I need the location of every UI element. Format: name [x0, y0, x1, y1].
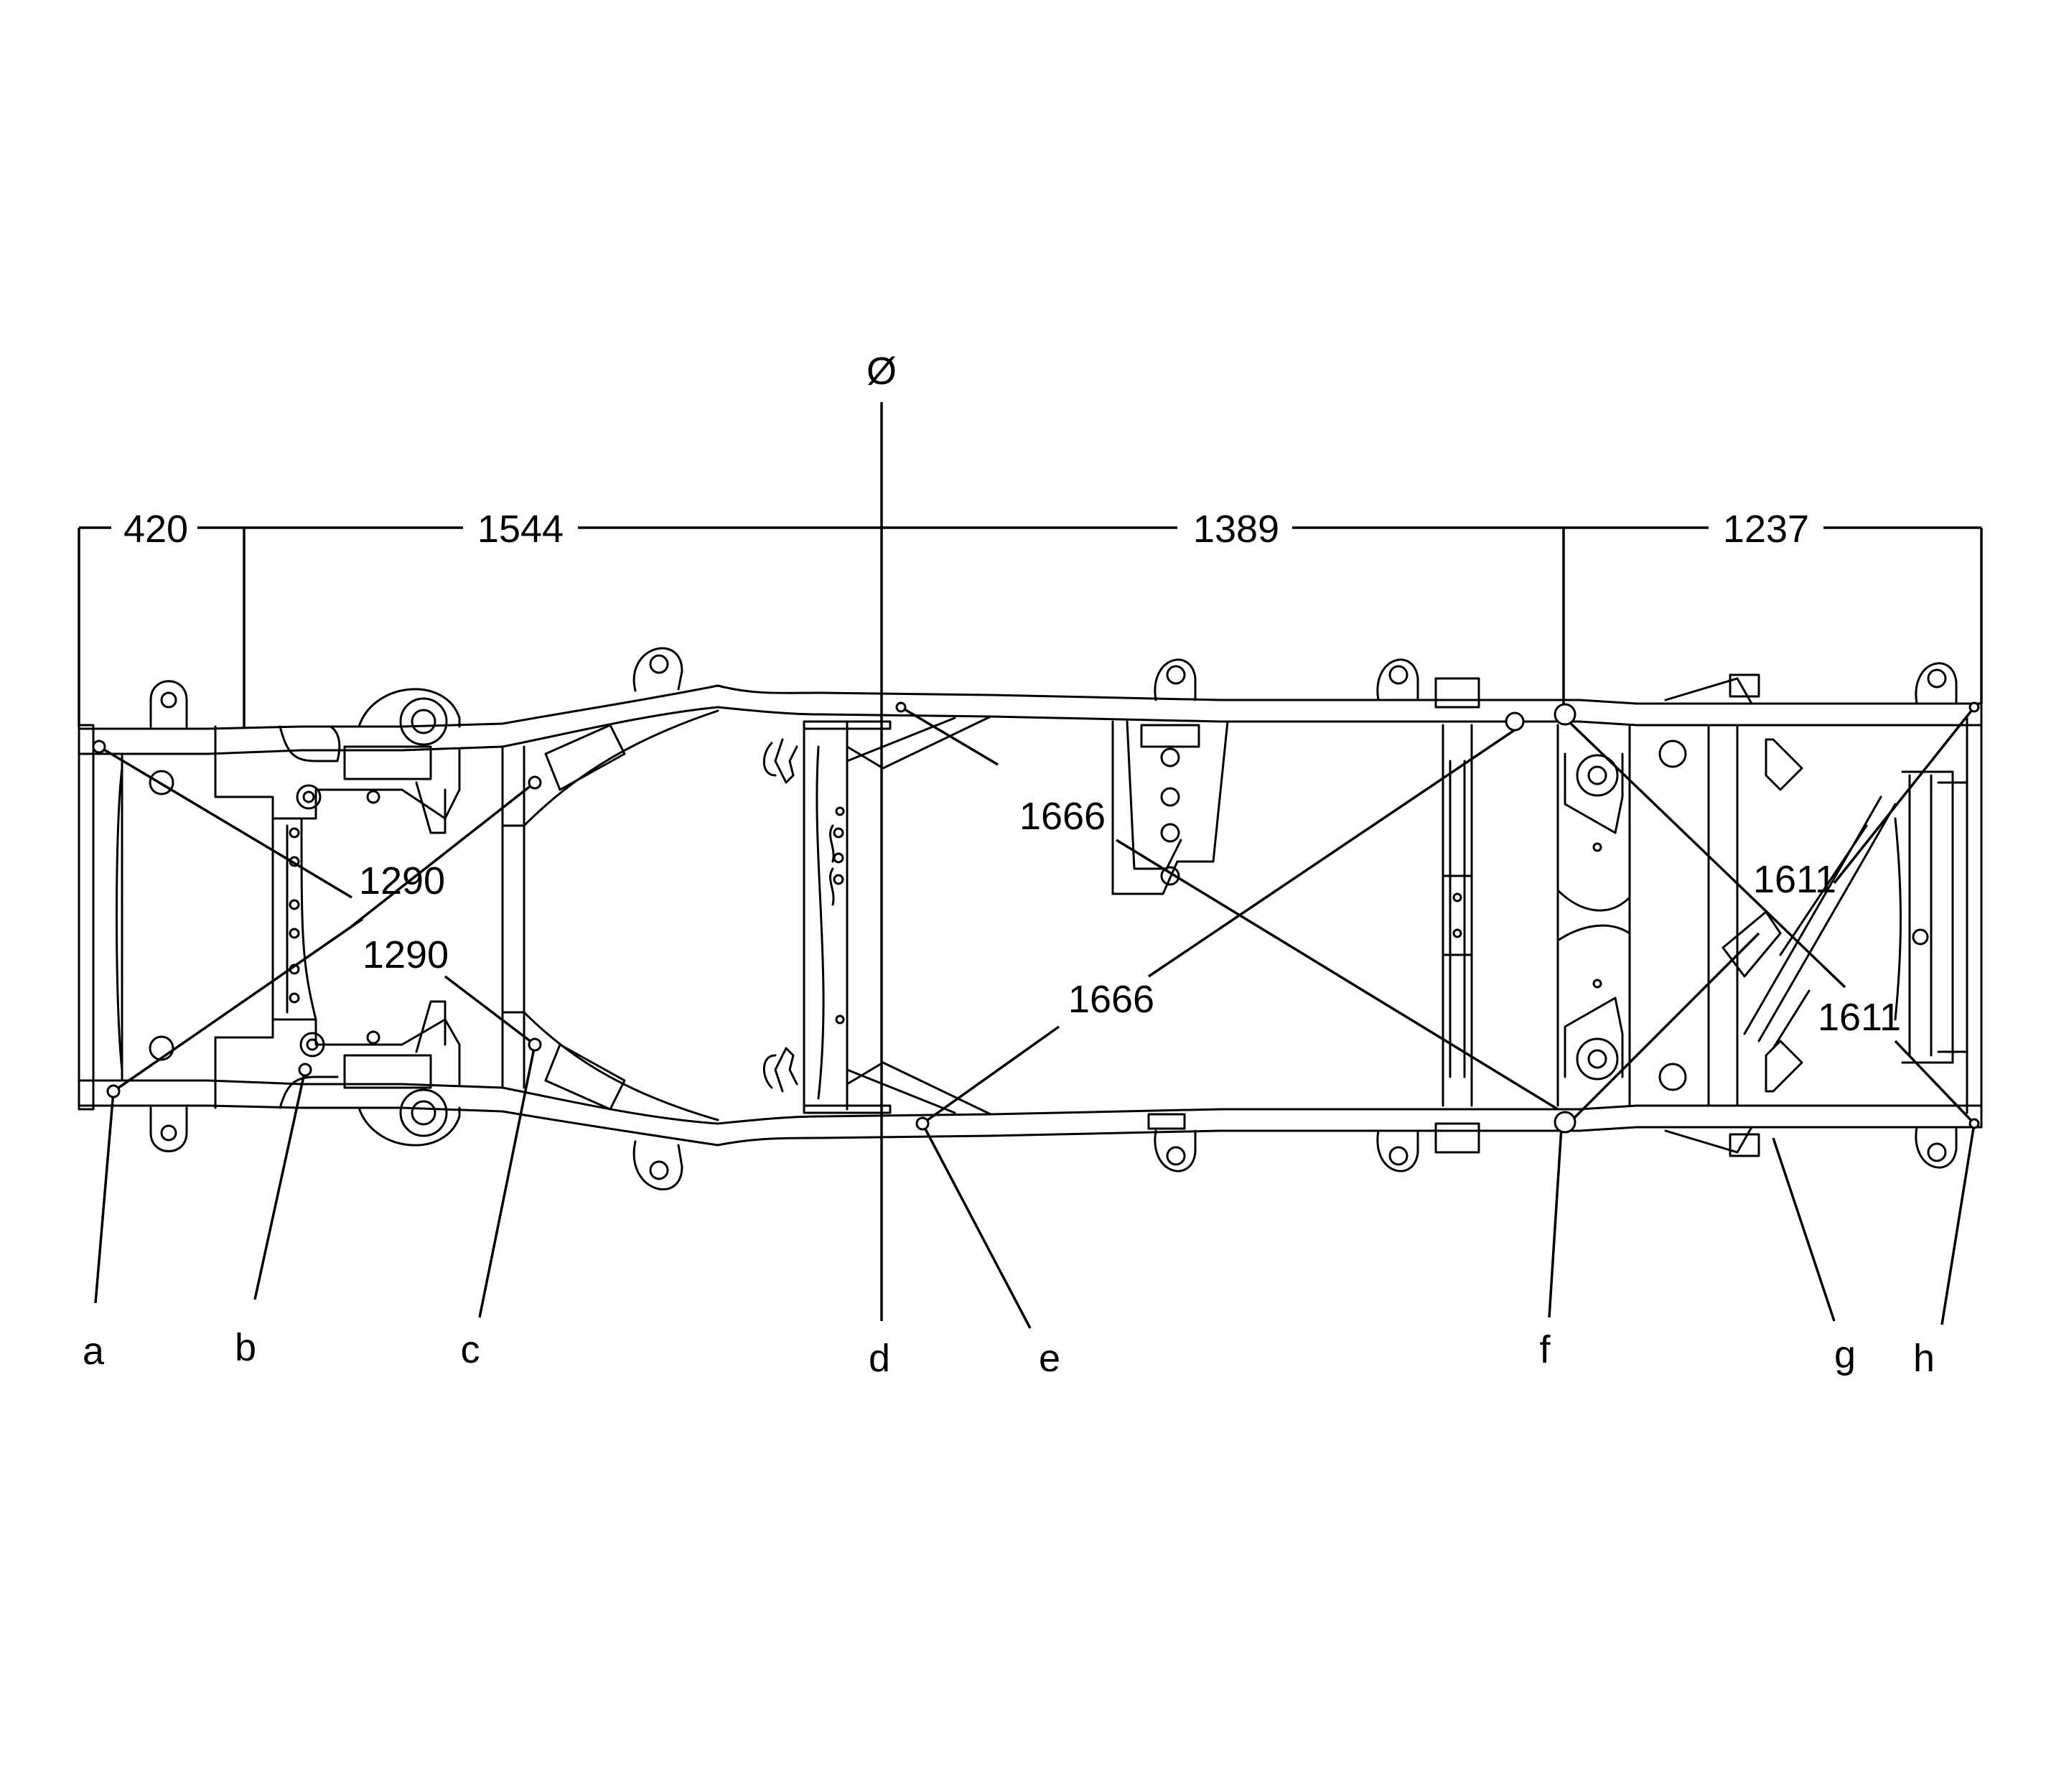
point-label-g: g — [1834, 1333, 1856, 1376]
frame-lower-rail-inner — [78, 1079, 1983, 1125]
dimension-1237: 1237 — [1723, 508, 1809, 551]
frame-upper-rail-outer — [78, 684, 1983, 730]
point-c-upper — [528, 775, 542, 790]
point-e-lower — [915, 1116, 930, 1131]
point-h-upper — [1968, 701, 1980, 713]
point-label-f: f — [1539, 1328, 1551, 1371]
point-label-b: b — [235, 1326, 256, 1369]
point-label-e: e — [1039, 1337, 1060, 1380]
front-mount-tabs — [149, 680, 188, 1152]
point-label-c: c — [461, 1328, 480, 1371]
front-crossmember — [92, 752, 123, 1082]
engine-mount-brackets — [523, 709, 719, 1121]
measurement-points — [92, 701, 1980, 1134]
dimension-lines — [78, 402, 1983, 1321]
point-c-lower — [528, 1037, 542, 1052]
point-d-upper — [895, 701, 907, 713]
diagonal-front-upper: 1290 — [359, 859, 445, 902]
dimension-1544: 1544 — [477, 508, 564, 551]
point-h-lower — [1968, 1118, 1980, 1129]
diagonal-labels: 1290 1290 1666 1666 1611 1611 — [359, 795, 1901, 1039]
dimension-420: 420 — [123, 508, 188, 551]
center-body-mount — [1111, 720, 1229, 1130]
diagonal-mid-upper: 1666 — [1019, 795, 1106, 838]
third-crossmember — [1434, 677, 1480, 1154]
diagonal-front-lower: 1290 — [363, 933, 449, 976]
diagonal-mid-lower: 1666 — [1068, 978, 1154, 1021]
point-a-upper — [92, 739, 106, 754]
transmission-crossmember — [774, 715, 992, 1116]
point-b-lower — [298, 1063, 312, 1077]
diagonal-rear-upper: 1611 — [1753, 858, 1836, 901]
point-f-lower — [1554, 1111, 1576, 1134]
diagonal-rear-lower: 1611 — [1818, 996, 1901, 1039]
second-crossmember — [501, 745, 525, 1089]
point-label-a: a — [83, 1330, 105, 1373]
rear-axle-mounts — [1556, 724, 1687, 1107]
point-f-upper — [1554, 703, 1576, 726]
dimension-1389: 1389 — [1193, 508, 1279, 551]
point-label-d: d — [869, 1337, 890, 1380]
dimension-labels: Ø 420 1544 1389 1237 — [111, 350, 1823, 551]
vehicle-frame-drawing — [78, 647, 1983, 1191]
datum-symbol: Ø — [866, 350, 897, 393]
front-suspension-upper — [214, 688, 461, 1021]
body-mount-tabs — [632, 647, 1958, 1191]
reference-point-labels: a b c d e f g h — [83, 1326, 1935, 1380]
front-suspension-lower — [214, 1000, 461, 1147]
reference-point-leaders — [94, 1044, 1976, 1329]
frame-lower-rail-outer — [78, 1104, 1983, 1147]
diagonal-measurement-lines — [98, 706, 1976, 1125]
point-a-lower — [106, 1084, 121, 1098]
front-crossmember-edge — [116, 767, 123, 1071]
front-bumper-bracket — [78, 724, 95, 1111]
center-slots — [762, 742, 844, 1089]
rear-frame-section — [1664, 673, 1983, 1157]
point-f-upper-inner — [1505, 711, 1525, 732]
frame-upper-rail-inner — [78, 706, 1983, 755]
point-label-h: h — [1913, 1337, 1935, 1380]
